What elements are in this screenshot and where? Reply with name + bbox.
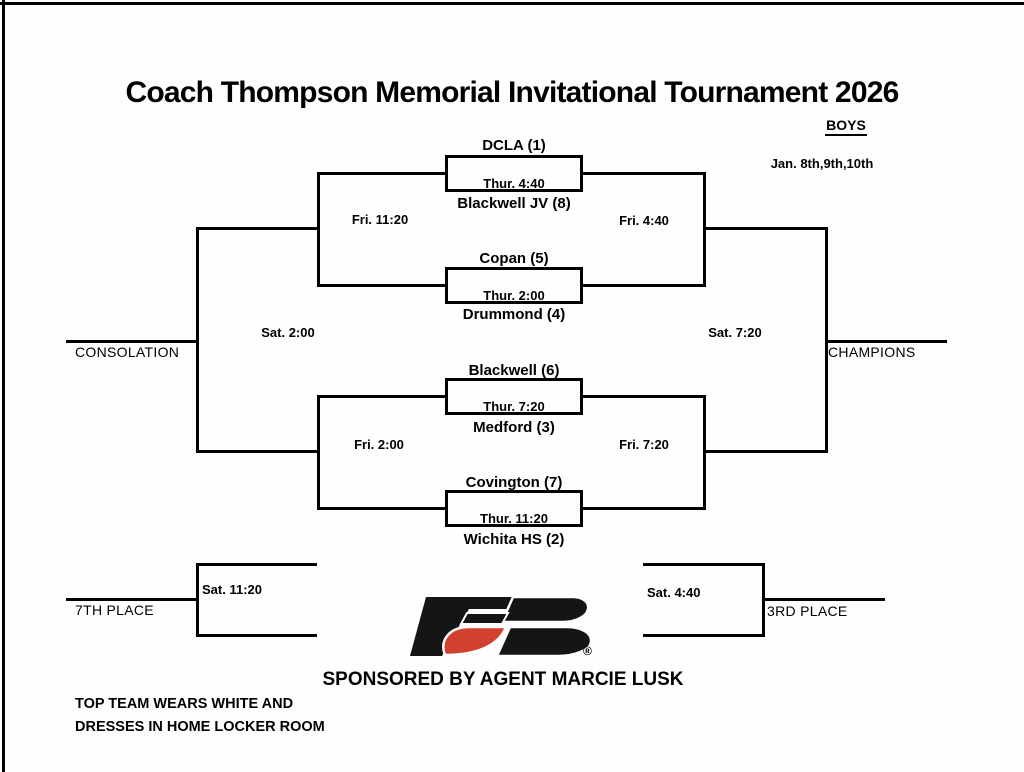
championship-bottom-advance-line bbox=[703, 450, 828, 453]
third-place-top-line bbox=[643, 563, 765, 566]
game-4-left-line bbox=[318, 507, 448, 510]
game-1-time: Thur. 4:40 bbox=[483, 176, 545, 191]
seventh-place-bottom-line bbox=[196, 634, 317, 637]
game-1-top-team: DCLA (1) bbox=[482, 137, 546, 154]
sponsor-line: SPONSORED BY AGENT MARCIE LUSK bbox=[322, 669, 684, 690]
consolation-semi-top-time: Fri. 11:20 bbox=[351, 212, 409, 227]
seventh-place-top-line bbox=[196, 563, 317, 566]
third-place-label: 3RD PLACE bbox=[767, 603, 848, 619]
game-4-top-team: Covington (7) bbox=[465, 474, 563, 491]
game-3-bottom-team: Medford (3) bbox=[473, 419, 555, 436]
page-title: Coach Thompson Memorial Invitational Tou… bbox=[125, 76, 900, 109]
farm-bureau-fb-logo bbox=[410, 595, 593, 658]
note-line-2: DRESSES IN HOME LOCKER ROOM bbox=[75, 719, 325, 735]
game-3-time: Thur. 7:20 bbox=[483, 399, 545, 414]
game-1-left-line bbox=[318, 172, 448, 175]
consolation-bottom-advance-line bbox=[196, 450, 320, 453]
consolation-label: CONSOLATION bbox=[75, 344, 180, 360]
seventh-place-label: 7TH PLACE bbox=[75, 602, 154, 618]
consolation-semi-bottom-time: Fri. 2:00 bbox=[354, 437, 404, 452]
registered-trademark-symbol: ® bbox=[583, 644, 592, 658]
game-1-bottom-team: Blackwell JV (8) bbox=[457, 195, 571, 212]
third-place-bottom-line bbox=[643, 634, 765, 637]
seventh-place-connector bbox=[196, 563, 199, 637]
championship-top-advance-line bbox=[703, 227, 828, 230]
game-3-left-line bbox=[318, 395, 448, 398]
note-line-1: TOP TEAM WEARS WHITE AND bbox=[75, 696, 294, 712]
game-1-right-line bbox=[580, 172, 706, 175]
championship-final-time: Sat. 7:20 bbox=[708, 325, 762, 340]
championship-semi-bottom-time: Fri. 7:20 bbox=[619, 437, 669, 452]
consolation-final-connector bbox=[196, 227, 199, 453]
championship-semi-top-time: Fri. 4:40 bbox=[619, 213, 669, 228]
third-place-time: Sat. 4:40 bbox=[647, 585, 701, 600]
game-2-bottom-team: Drummond (4) bbox=[462, 306, 566, 323]
consolation-top-advance-line bbox=[196, 227, 320, 230]
seventh-place-winner-line bbox=[66, 598, 196, 601]
championship-final-line bbox=[825, 340, 947, 343]
game-2-time: Thur. 2:00 bbox=[483, 288, 545, 303]
game-4-time: Thur. 11:20 bbox=[480, 511, 548, 526]
division-label: BOYS bbox=[796, 117, 896, 136]
champions-label: CHAMPIONS bbox=[828, 344, 916, 360]
seventh-place-time: Sat. 11:20 bbox=[202, 582, 262, 597]
tournament-dates: Jan. 8th,9th,10th bbox=[770, 156, 874, 171]
division-text: BOYS bbox=[825, 117, 867, 136]
game-3-top-team: Blackwell (6) bbox=[468, 362, 560, 379]
logo-b-upper bbox=[500, 595, 590, 624]
game-2-top-team: Copan (5) bbox=[479, 250, 549, 267]
game-2-right-line bbox=[580, 284, 706, 287]
logo-f-blade bbox=[410, 597, 517, 656]
consolation-final-line bbox=[66, 340, 196, 343]
frame-left-edge bbox=[2, 0, 5, 772]
game-4-right-line bbox=[580, 507, 706, 510]
logo-b-lower bbox=[495, 625, 593, 658]
consolation-final-time: Sat. 2:00 bbox=[261, 325, 315, 340]
logo-red-leaf bbox=[442, 625, 508, 657]
game-4-bottom-team: Wichita HS (2) bbox=[463, 531, 565, 548]
third-place-winner-line bbox=[762, 598, 885, 601]
game-3-right-line bbox=[580, 395, 706, 398]
game-2-left-line bbox=[318, 284, 448, 287]
frame-top-edge bbox=[0, 2, 1024, 5]
logo-f-midbar bbox=[459, 612, 510, 625]
